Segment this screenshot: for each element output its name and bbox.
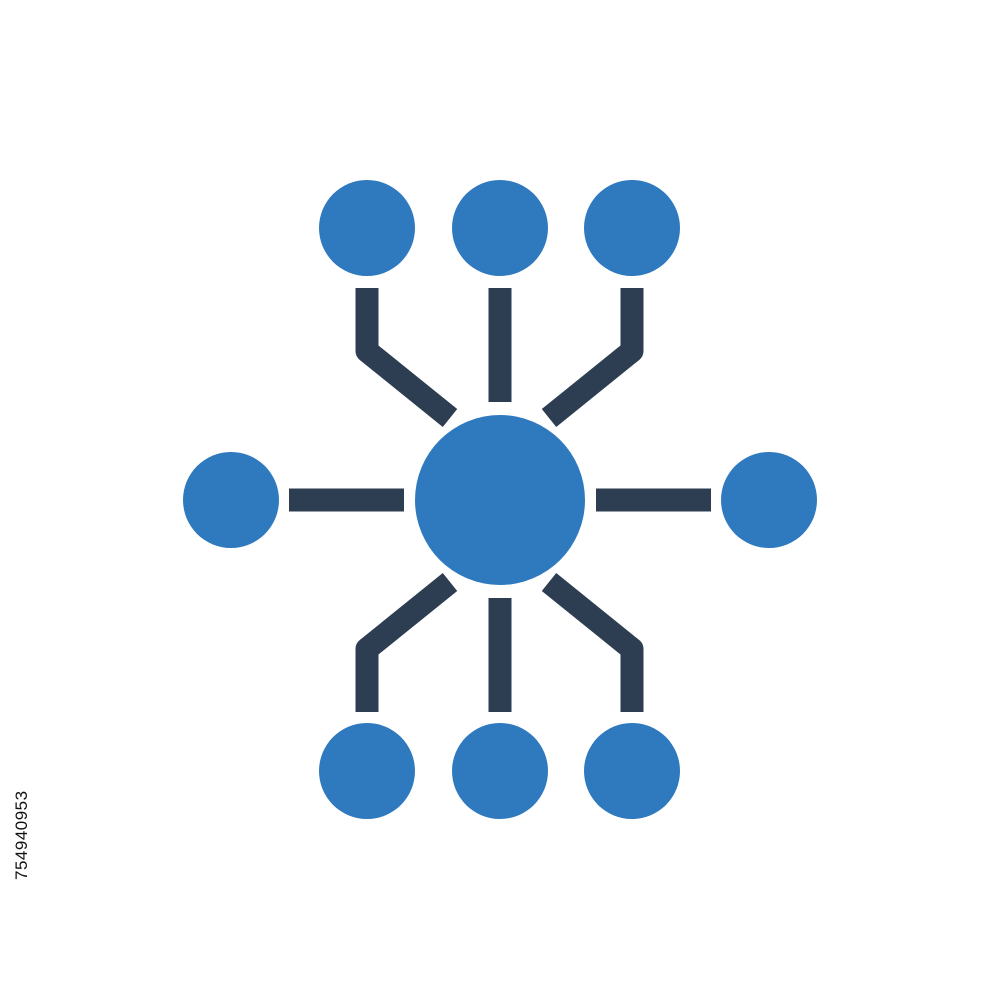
stock-id-label: 754940953 <box>12 790 31 880</box>
connector-bottom-left <box>355 573 458 712</box>
node-bottom-left <box>319 723 415 819</box>
connector-bottom-right <box>541 573 644 712</box>
network-nodes <box>183 180 817 819</box>
node-top-right <box>584 180 680 276</box>
node-left <box>183 452 279 548</box>
node-right <box>721 452 817 548</box>
connector-lines <box>289 288 711 712</box>
node-top-left <box>319 180 415 276</box>
hub-node <box>415 415 585 585</box>
node-top-center <box>452 180 548 276</box>
connector-top-left <box>355 288 458 427</box>
node-bottom-center <box>452 723 548 819</box>
node-bottom-right <box>584 723 680 819</box>
connector-top-right <box>541 288 644 427</box>
